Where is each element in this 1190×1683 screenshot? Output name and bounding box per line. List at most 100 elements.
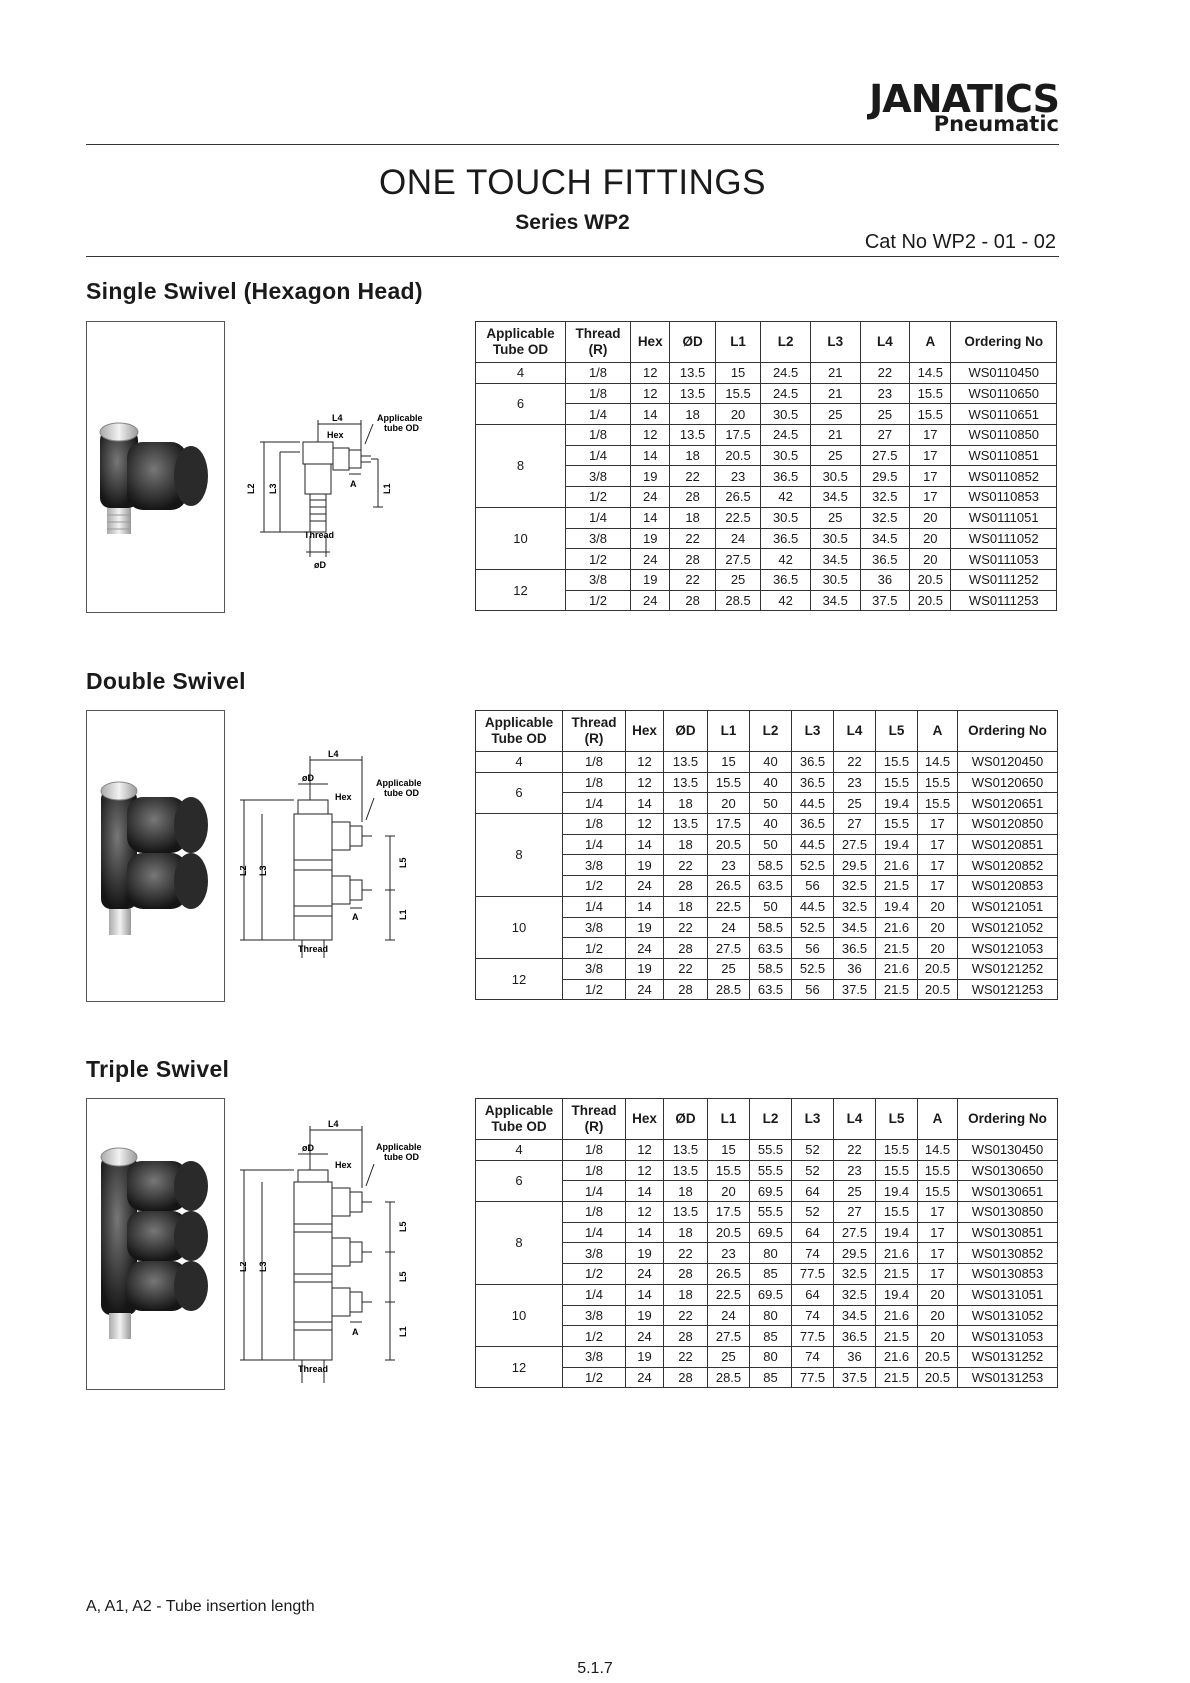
column-header: A xyxy=(917,1098,958,1140)
column-header: Thread (R) xyxy=(564,321,632,363)
page-number: 5.1.7 xyxy=(577,1660,613,1677)
table-cell: 21.5 xyxy=(875,978,918,1001)
column-header: Thread (R) xyxy=(562,710,626,752)
table-cell: 80 xyxy=(749,1242,792,1265)
ordering-number-cell: WS0121053 xyxy=(957,937,1058,959)
column-header: L2 xyxy=(749,710,792,752)
table-cell: 20.5 xyxy=(909,589,952,612)
table-cell: 22 xyxy=(663,1304,708,1327)
table-cell: 18 xyxy=(669,506,716,529)
table-cell: 27.5 xyxy=(707,1325,750,1347)
column-header: L4 xyxy=(833,1098,876,1140)
tube-od-cell: 12 xyxy=(475,957,563,1001)
table-cell: 28.5 xyxy=(714,589,762,612)
table-cell: 22 xyxy=(663,957,708,980)
table-cell: 17 xyxy=(909,465,952,488)
dimension-drawing-double-swivel: L4 øD Hex Applicable tube OD L2 L3 L5 L1… xyxy=(238,748,460,977)
table-cell: 23 xyxy=(833,1159,876,1182)
table-cell: 22 xyxy=(669,568,716,591)
table-cell: 14.5 xyxy=(917,1139,958,1161)
table-cell: 1/2 xyxy=(562,1366,626,1389)
table-cell: 29.5 xyxy=(833,1242,876,1265)
table-cell: 23 xyxy=(707,1242,750,1265)
ordering-number-cell: WS0130853 xyxy=(957,1263,1058,1285)
catalog-number: Cat No WP2 - 01 - 02 xyxy=(864,231,1056,253)
table-cell: 14 xyxy=(625,1221,664,1244)
column-header: Applicable Tube OD xyxy=(475,710,563,752)
label-l3: L3 xyxy=(258,865,268,876)
table-cell: 37.5 xyxy=(833,1366,876,1389)
table-cell: 27 xyxy=(859,424,911,446)
table-cell: 52 xyxy=(791,1201,834,1223)
table-cell: 32.5 xyxy=(833,1263,876,1285)
table-cell: 36.5 xyxy=(791,751,834,773)
table-cell: 52.5 xyxy=(791,916,834,939)
label-applicable: Applicable xyxy=(377,413,423,423)
table-cell: 1/2 xyxy=(562,1263,626,1285)
label-thread: Thread xyxy=(298,944,328,954)
table-cell: 25 xyxy=(809,403,861,426)
label-l1: L1 xyxy=(398,1326,408,1337)
table-cell: 21.6 xyxy=(875,854,918,877)
ordering-number-cell: WS0120850 xyxy=(957,813,1058,835)
table-cell: 20.5 xyxy=(917,978,958,1001)
table-cell: 18 xyxy=(663,792,708,815)
table-cell: 52 xyxy=(791,1159,834,1182)
column-header: ØD xyxy=(663,1098,708,1140)
table-cell: 69.5 xyxy=(749,1180,792,1203)
ordering-number-cell: WS0121051 xyxy=(957,895,1058,918)
ordering-number-cell: WS0120851 xyxy=(957,833,1058,856)
table-cell: 3/8 xyxy=(564,568,632,591)
table-cell: 1/4 xyxy=(564,403,632,426)
table-cell: 19 xyxy=(630,527,671,550)
table-cell: 15.5 xyxy=(917,1180,958,1203)
table-cell: 26.5 xyxy=(707,875,750,897)
table-cell: 15.5 xyxy=(714,382,762,405)
table-cell: 15.5 xyxy=(875,813,918,835)
table-cell: 14 xyxy=(625,1283,664,1306)
table-cell: 32.5 xyxy=(833,875,876,897)
table-cell: 17 xyxy=(917,833,958,856)
table-cell: 14 xyxy=(625,833,664,856)
table-cell: 17 xyxy=(917,1242,958,1265)
column-header: L2 xyxy=(760,321,811,363)
column-header: L3 xyxy=(791,710,834,752)
table-cell: 27 xyxy=(833,1201,876,1223)
label-od: øD xyxy=(302,1143,314,1153)
table-cell: 15 xyxy=(707,751,750,773)
table-cell: 20.5 xyxy=(707,833,750,856)
table-cell: 52 xyxy=(791,1139,834,1161)
ordering-number-cell: WS0110651 xyxy=(950,403,1057,426)
table-cell: 15.5 xyxy=(875,1159,918,1182)
table-cell: 28 xyxy=(669,589,716,612)
column-header: Ordering No xyxy=(957,710,1058,752)
column-header: L1 xyxy=(707,1098,750,1140)
table-cell: 40 xyxy=(749,751,792,773)
table-cell: 24 xyxy=(630,548,671,570)
ordering-number-cell: WS0130650 xyxy=(957,1159,1058,1182)
table-cell: 18 xyxy=(663,1221,708,1244)
title-divider xyxy=(86,256,1059,257)
table-cell: 23 xyxy=(859,382,911,405)
table-cell: 1/2 xyxy=(564,548,632,570)
table-cell: 18 xyxy=(663,1283,708,1306)
label-hex: Hex xyxy=(335,792,352,802)
table-cell: 3/8 xyxy=(562,957,626,980)
table-cell: 22 xyxy=(669,465,716,488)
ordering-number-cell: WS0110850 xyxy=(950,424,1057,446)
table-cell: 50 xyxy=(749,833,792,856)
table-cell: 22 xyxy=(859,362,911,384)
table-cell: 3/8 xyxy=(562,1304,626,1327)
label-applicable: Applicable xyxy=(376,778,422,788)
column-header: Hex xyxy=(625,710,664,752)
product-photo-single-swivel xyxy=(86,321,225,613)
